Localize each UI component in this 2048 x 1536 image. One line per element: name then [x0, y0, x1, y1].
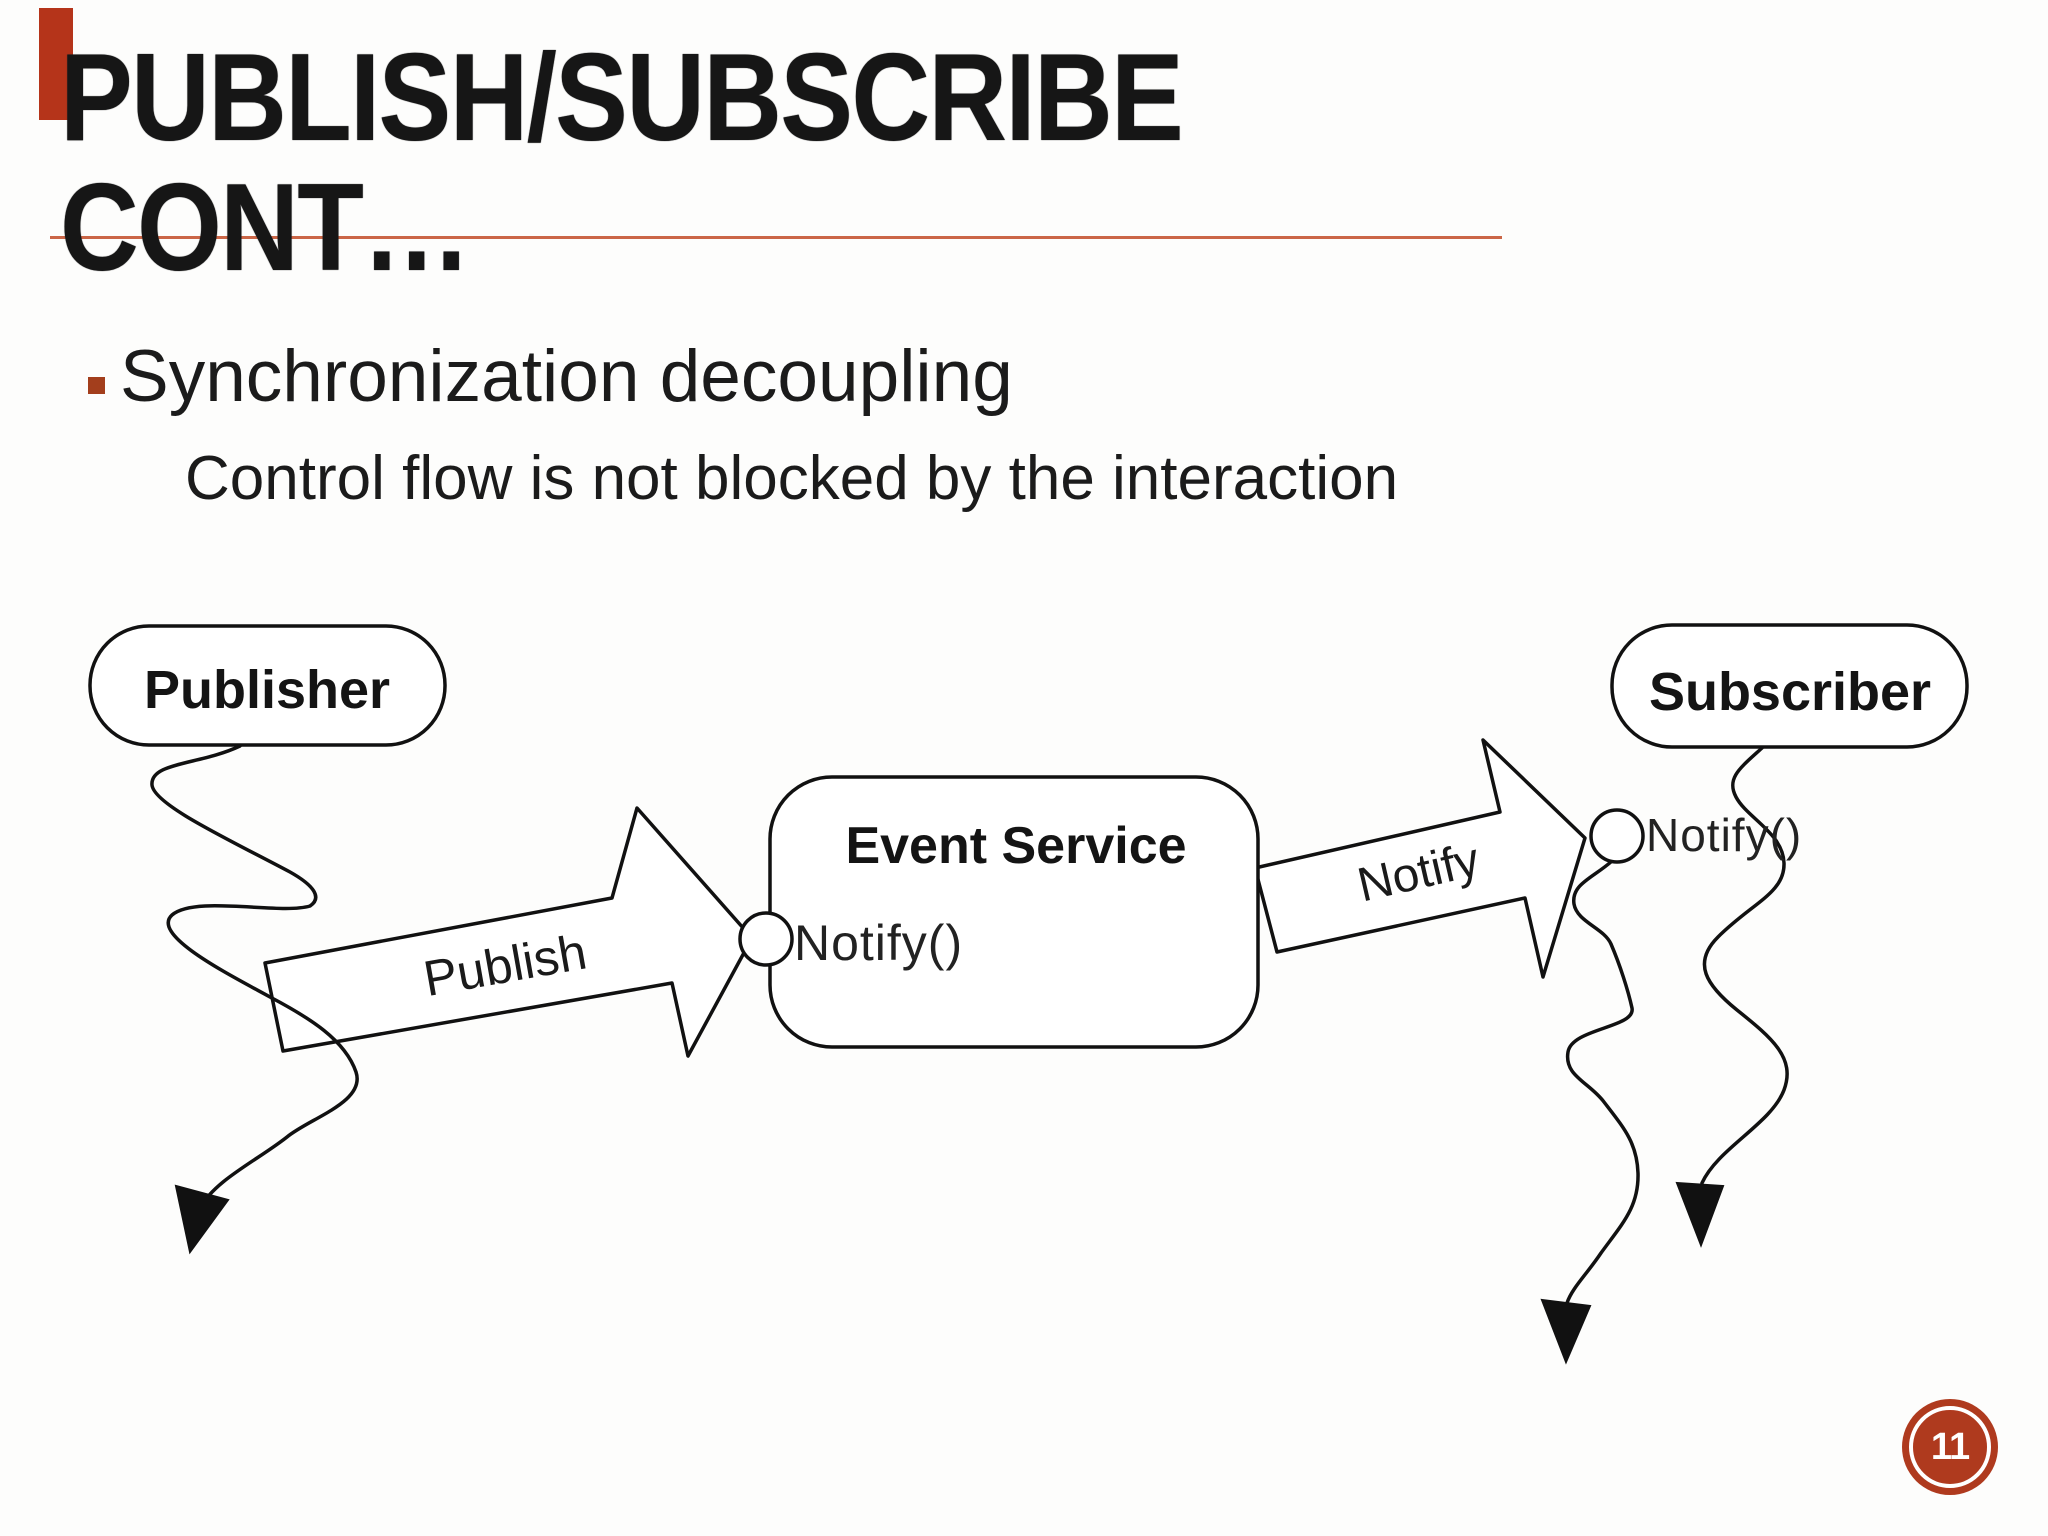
title-underline-rule	[50, 236, 1502, 239]
page-title: PUBLISH/SUBSCRIBE CONT…	[60, 29, 1184, 297]
accent-bar	[39, 8, 73, 120]
page-title-line1: PUBLISH/SUBSCRIBE	[60, 29, 1184, 167]
bullet-marker	[88, 377, 105, 394]
publisher-thread-arrowhead	[174, 1184, 230, 1255]
event-service-notify-method: Notify()	[794, 915, 963, 971]
notify-block-arrow	[1253, 738, 1587, 979]
subscriber-box	[1610, 623, 1969, 749]
publisher-box	[88, 624, 447, 747]
event-service-label: Event Service	[845, 817, 1186, 875]
subscriber-label: Subscriber	[1649, 662, 1931, 722]
publish-block-arrow	[263, 806, 754, 1058]
publisher-thread-squiggle	[150, 744, 359, 1210]
subscriber-notify-method: Notify()	[1646, 809, 1802, 861]
subscriber-thread-arrowhead	[1675, 1181, 1725, 1248]
page-title-line2: CONT…	[60, 159, 471, 297]
notify-callback-squiggle	[1565, 859, 1640, 1305]
bullet-subtext: Control flow is not blocked by the inter…	[185, 444, 1399, 513]
publisher-label: Publisher	[144, 660, 390, 720]
bullet-text: Synchronization decoupling	[120, 336, 1013, 417]
page-number: 11	[1930, 1425, 1970, 1468]
subscriber-interface-circle	[1589, 808, 1645, 864]
page-number-badge: 11	[1902, 1399, 1998, 1495]
event-service-interface-circle	[738, 911, 794, 967]
page-number-ring: 11	[1909, 1406, 1991, 1488]
notify-callback-arrowhead	[1540, 1298, 1592, 1365]
subscriber-thread-squiggle	[1700, 746, 1789, 1185]
